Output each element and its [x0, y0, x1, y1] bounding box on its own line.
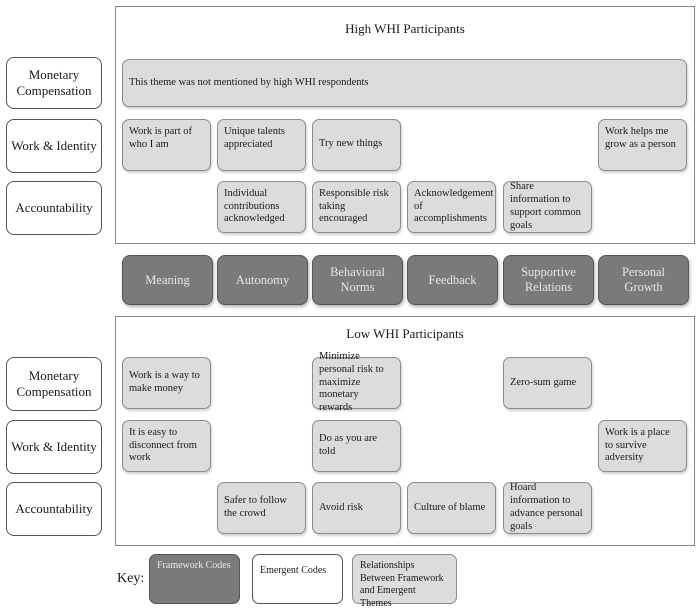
key-label: Key:	[117, 571, 145, 586]
framework-supportive-relations: Supportive Relations	[503, 255, 594, 305]
key-framework-codes: Framework Codes	[149, 554, 240, 604]
high-identity-work-part-of-me: Work is part of who I am	[122, 119, 211, 171]
low-whi-title: Low WHI Participants	[346, 326, 464, 341]
high-acc-responsible-risk: Responsible risk taking encouraged	[312, 181, 401, 233]
high-acc-share-information: Share information to support common goal…	[503, 181, 592, 233]
high-identity-try-new-things: Try new things	[312, 119, 401, 171]
low-identity-survive-adversity: Work is a place to survive adversity	[598, 420, 687, 472]
low-identity-do-as-told: Do as you are told	[312, 420, 401, 472]
high-monetary-note: This theme was not mentioned by high WHI…	[122, 59, 687, 107]
low-acc-culture-of-blame: Culture of blame	[407, 482, 496, 534]
low-row-work-identity: Work & Identity	[6, 420, 102, 474]
low-acc-avoid-risk: Avoid risk	[312, 482, 401, 534]
low-acc-hoard-information: Hoard information to advance personal go…	[503, 482, 592, 534]
framework-personal-growth: Personal Growth	[598, 255, 689, 305]
low-monetary-minimize-risk: Minimize personal risk to maximize monet…	[312, 351, 401, 413]
framework-behavioral-norms: Behavioral Norms	[312, 255, 403, 305]
high-acc-individual-contributions: Individual contributions acknowledged	[217, 181, 306, 233]
high-identity-grow-as-person: Work helps me grow as a person	[598, 119, 687, 171]
high-identity-unique-talents: Unique talents appreciated	[217, 119, 306, 171]
low-monetary-make-money: Work is a way to make money	[122, 357, 211, 409]
high-whi-title: High WHI Participants	[345, 21, 465, 36]
framework-autonomy: Autonomy	[217, 255, 308, 305]
high-row-accountability: Accountability	[6, 181, 102, 235]
framework-meaning: Meaning	[122, 255, 213, 305]
low-row-monetary-compensation: Monetary Compensation	[6, 357, 102, 411]
key-relationships: Relationships Between Framework and Emer…	[352, 554, 457, 609]
low-identity-disconnect: It is easy to disconnect from work	[122, 420, 211, 472]
high-row-work-identity: Work & Identity	[6, 119, 102, 173]
low-row-accountability: Accountability	[6, 482, 102, 536]
framework-feedback: Feedback	[407, 255, 498, 305]
high-acc-acknowledgement: Acknowledgement of accomplishments	[407, 181, 496, 233]
key-emergent-codes: Emergent Codes	[252, 554, 343, 604]
low-monetary-zero-sum: Zero-sum game	[503, 357, 592, 409]
low-acc-follow-crowd: Safer to follow the crowd	[217, 482, 306, 534]
high-row-monetary-compensation: Monetary Compensation	[6, 57, 102, 109]
